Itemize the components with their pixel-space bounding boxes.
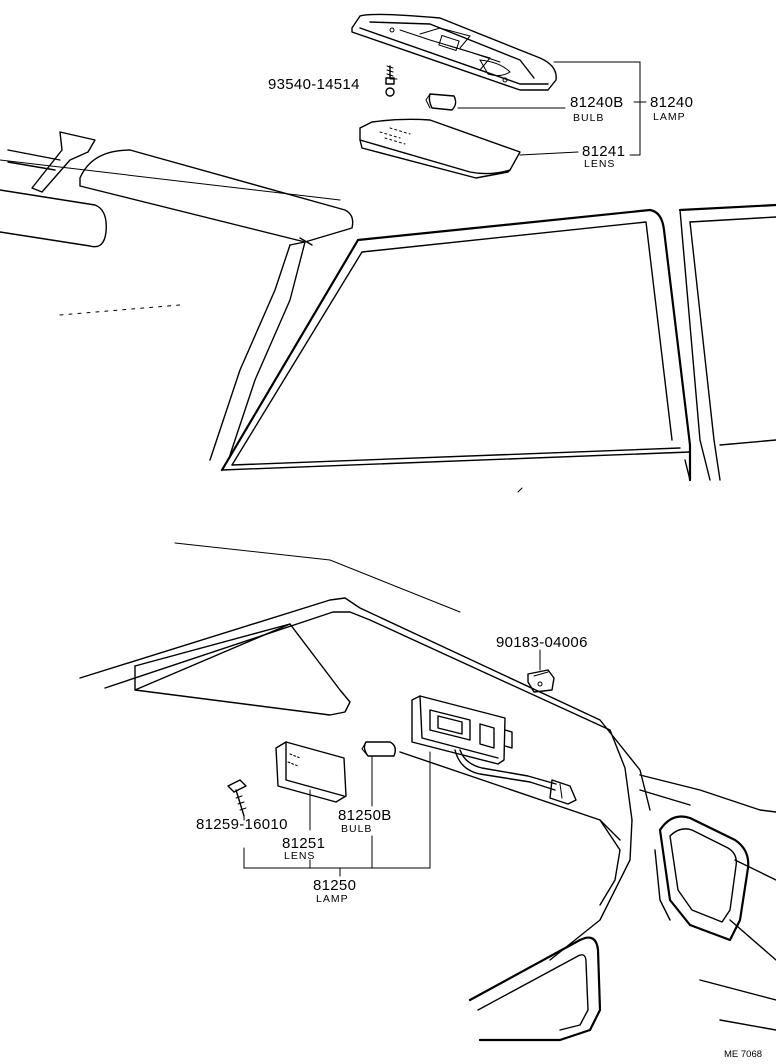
screw-icon-top	[385, 65, 395, 97]
lens-icon-top	[359, 118, 521, 179]
label-screw-top: 93540-14514	[268, 76, 360, 93]
dome-lamp-housing	[351, 13, 557, 91]
label-lamp-bottom-number: 81250	[313, 877, 356, 894]
label-bulb-top-caption: BULB	[573, 112, 604, 124]
label-lamp-bottom-caption: LAMP	[316, 893, 349, 905]
label-lens-bottom-number: 81251	[282, 835, 325, 852]
label-lamp-top-caption: LAMP	[653, 111, 686, 123]
label-clip: 90183-04006	[496, 634, 588, 651]
label-lamp-top-number: 81240	[650, 94, 693, 111]
rear-hatch-outline	[79, 542, 776, 1042]
bulb-icon-bottom	[361, 741, 397, 757]
lens-icon-bottom	[275, 741, 347, 803]
roof-interior-outline	[0, 131, 776, 493]
bottom-leader-lines	[243, 649, 541, 877]
label-bulb-top-number: 81240B	[570, 94, 624, 111]
label-bulb-bottom-number: 81250B	[338, 807, 392, 824]
label-bulb-bottom-caption: BULB	[341, 823, 372, 835]
label-lens-bottom-caption: LENS	[284, 850, 315, 862]
top-leader-lines	[389, 61, 647, 156]
label-lens-top-caption: LENS	[584, 158, 615, 170]
bulb-icon-top	[425, 93, 457, 111]
screw-icon-bottom	[227, 779, 247, 817]
cargo-lamp-housing	[411, 695, 577, 805]
label-screw-bottom: 81259-16010	[196, 816, 288, 833]
clip-icon	[527, 669, 555, 693]
figure-code: ME 7068	[724, 1049, 762, 1060]
label-lens-top-number: 81241	[582, 143, 625, 160]
